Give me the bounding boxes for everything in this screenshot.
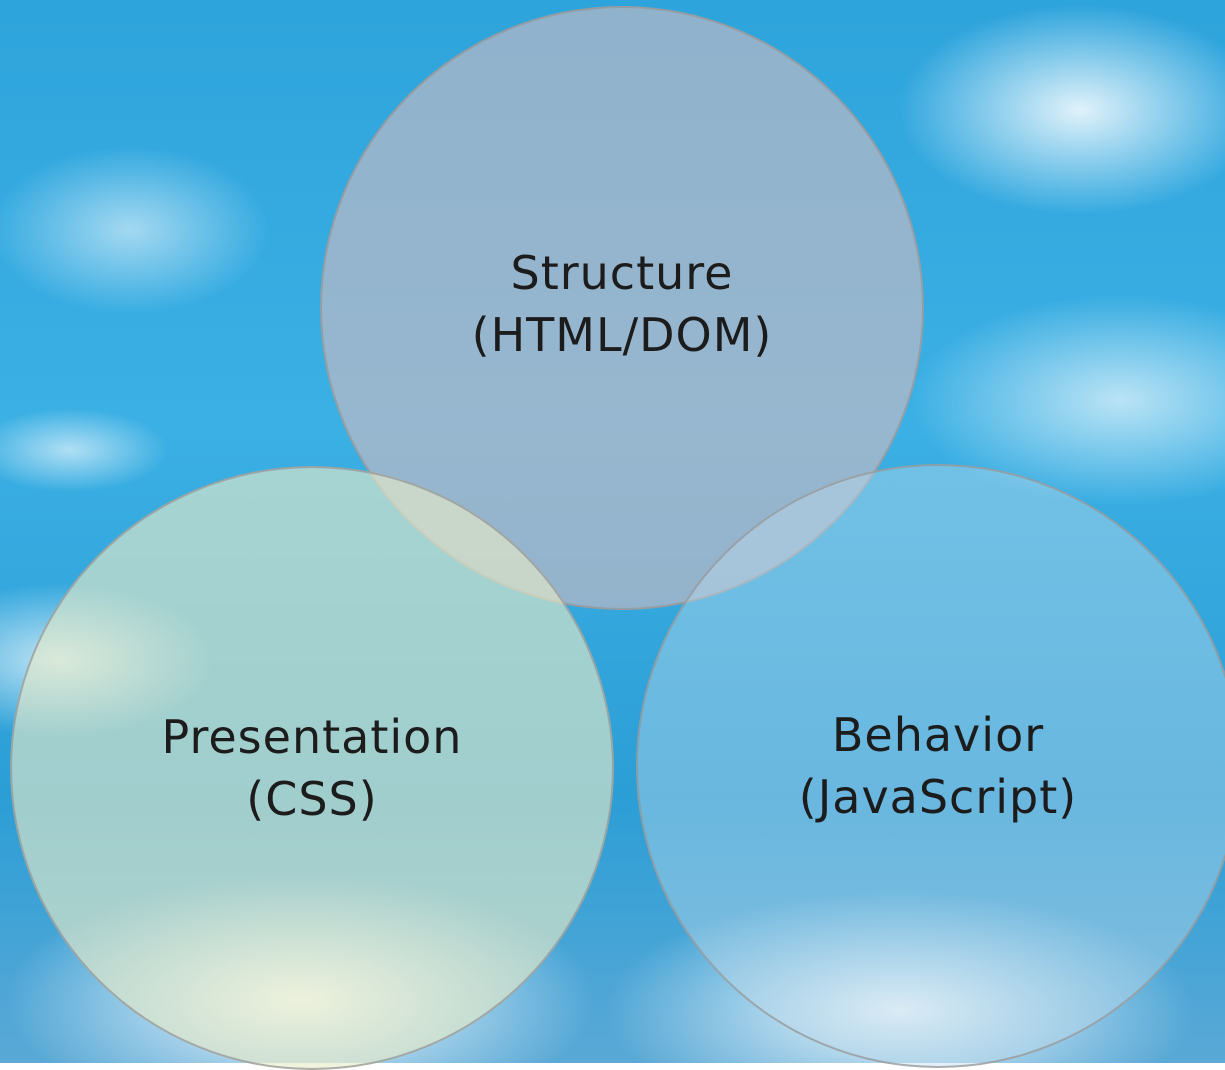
behavior-subtitle: (JavaScript) [798, 770, 1078, 824]
behavior-circle: Behavior (JavaScript) [636, 464, 1225, 1068]
structure-title: Structure [510, 246, 734, 300]
presentation-title: Presentation [161, 710, 463, 764]
behavior-label: Behavior (JavaScript) [799, 704, 1077, 828]
presentation-label: Presentation (CSS) [162, 706, 463, 830]
structure-label: Structure (HTML/DOM) [472, 242, 773, 366]
presentation-circle: Presentation (CSS) [10, 466, 614, 1070]
presentation-subtitle: (CSS) [246, 772, 378, 826]
structure-subtitle: (HTML/DOM) [471, 308, 773, 362]
behavior-title: Behavior [831, 708, 1045, 762]
